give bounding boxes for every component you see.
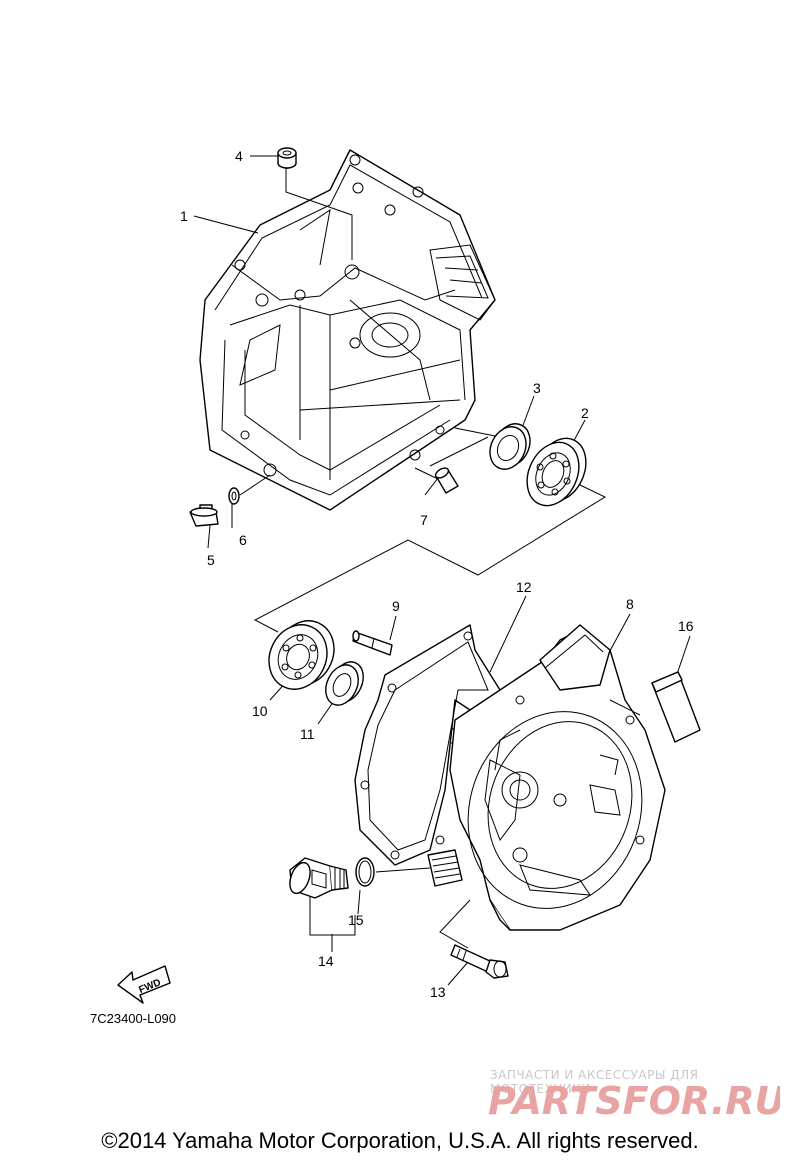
fwd-arrow: FWD [117,965,171,1004]
callout-8: 8 [626,596,634,612]
part-16-pad [651,671,701,743]
watermark-logo-text: PARTSFOR.RU [488,1080,780,1120]
callout-1: 1 [180,208,188,224]
callout-14: 14 [318,953,334,969]
callout-13: 13 [430,984,446,1000]
copyright-notice: ©2014 Yamaha Motor Corporation, U.S.A. A… [101,1128,699,1153]
watermark-logo: PARTSFOR.RU [488,1080,780,1120]
callout-2: 2 [581,405,589,421]
callout-10: 10 [252,703,268,719]
part-11-oil-seal [325,661,364,706]
part-10-bearing [268,620,335,690]
part-13-bolt [450,944,509,979]
part-5-bolt [189,504,219,527]
filler-neck [427,849,463,887]
part-15-o-ring [355,857,375,887]
callout-7: 7 [420,512,428,528]
callout-6: 6 [239,532,247,548]
diagram-code: 7C23400-L090 [90,1011,176,1026]
callout-12: 12 [516,579,532,595]
part-8-housing [449,624,666,931]
part-14-plug [289,857,349,899]
leader-lines-upper [193,155,607,633]
callout-4: 4 [235,148,243,164]
callout-5: 5 [207,552,215,568]
part-12-gasket [354,624,501,866]
callout-3: 3 [533,380,541,396]
part-9-pin [352,630,393,656]
part-3-oil-seal [489,423,531,470]
callout-labels: 1 2 3 4 5 6 7 8 9 10 11 12 13 14 15 16 [180,148,694,1000]
callout-15: 15 [348,912,364,928]
part-6-washer [228,487,240,505]
callout-16: 16 [678,618,694,634]
part-7-dowel-pin [434,467,459,494]
crankcase-drawing [199,149,496,511]
part-2-bearing [526,437,587,507]
callout-11: 11 [300,726,315,742]
watermark-tagline: ЗАПЧАСТИ И АКСЕССУАРЫ ДЛЯ МОТОТЕХНИКИ [490,1068,699,1096]
callout-9: 9 [392,598,400,614]
part-4-collar [277,147,297,169]
